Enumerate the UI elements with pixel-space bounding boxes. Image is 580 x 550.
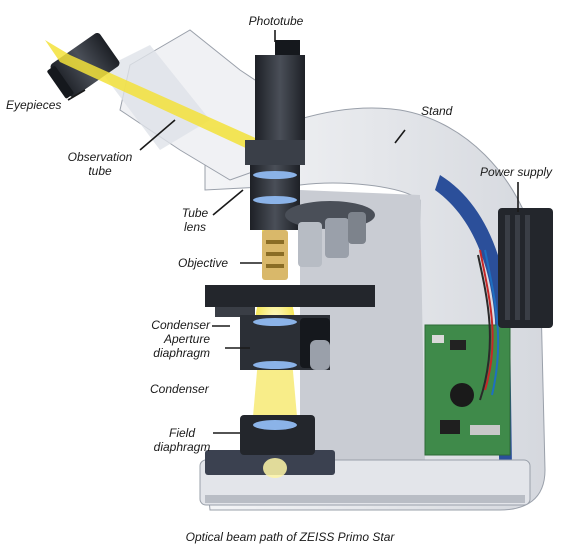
stage (205, 285, 375, 317)
power-supply (498, 208, 553, 328)
figure-caption: Optical beam path of ZEISS Primo Star (185, 530, 395, 544)
objective-label: Objective (178, 256, 229, 270)
tube-lens-label: Tube lens (175, 206, 215, 234)
power-supply-label: Power supply (480, 165, 553, 179)
field-diaphragm (240, 415, 315, 455)
leader-lines (67, 30, 519, 434)
eyepieces-label: Eyepieces (6, 98, 62, 112)
stand-label: Stand (421, 104, 453, 118)
phototube (245, 40, 305, 165)
field-diaphragm-label-line1: Field (168, 426, 195, 440)
field-diaphragm-label-line2: diaphragm (153, 440, 211, 454)
observation-tube-label-line1: Observation (67, 150, 133, 164)
phototube-label: Phototube (248, 14, 304, 28)
condenser-aperture-diaphragm-label: Condenser Aperture diaphragm (135, 318, 210, 360)
field-diaphragm-label: Field diaphragm (150, 426, 214, 454)
tube-lens-label-line2: lens (183, 220, 206, 234)
observation-tube-label: Observation tube (58, 150, 142, 178)
condenser-aperture-label-line1: Condenser (151, 318, 210, 332)
tube-lens-label-line1: Tube (181, 206, 209, 220)
condenser-aperture-label-line3: diaphragm (153, 346, 210, 360)
observation-tube-label-line2: tube (88, 164, 112, 178)
condenser-aperture-label-line2: Aperture (163, 332, 210, 346)
condenser (240, 315, 330, 370)
circuit-board (424, 249, 511, 456)
objectives (262, 201, 375, 280)
condenser-label: Condenser (150, 382, 209, 396)
